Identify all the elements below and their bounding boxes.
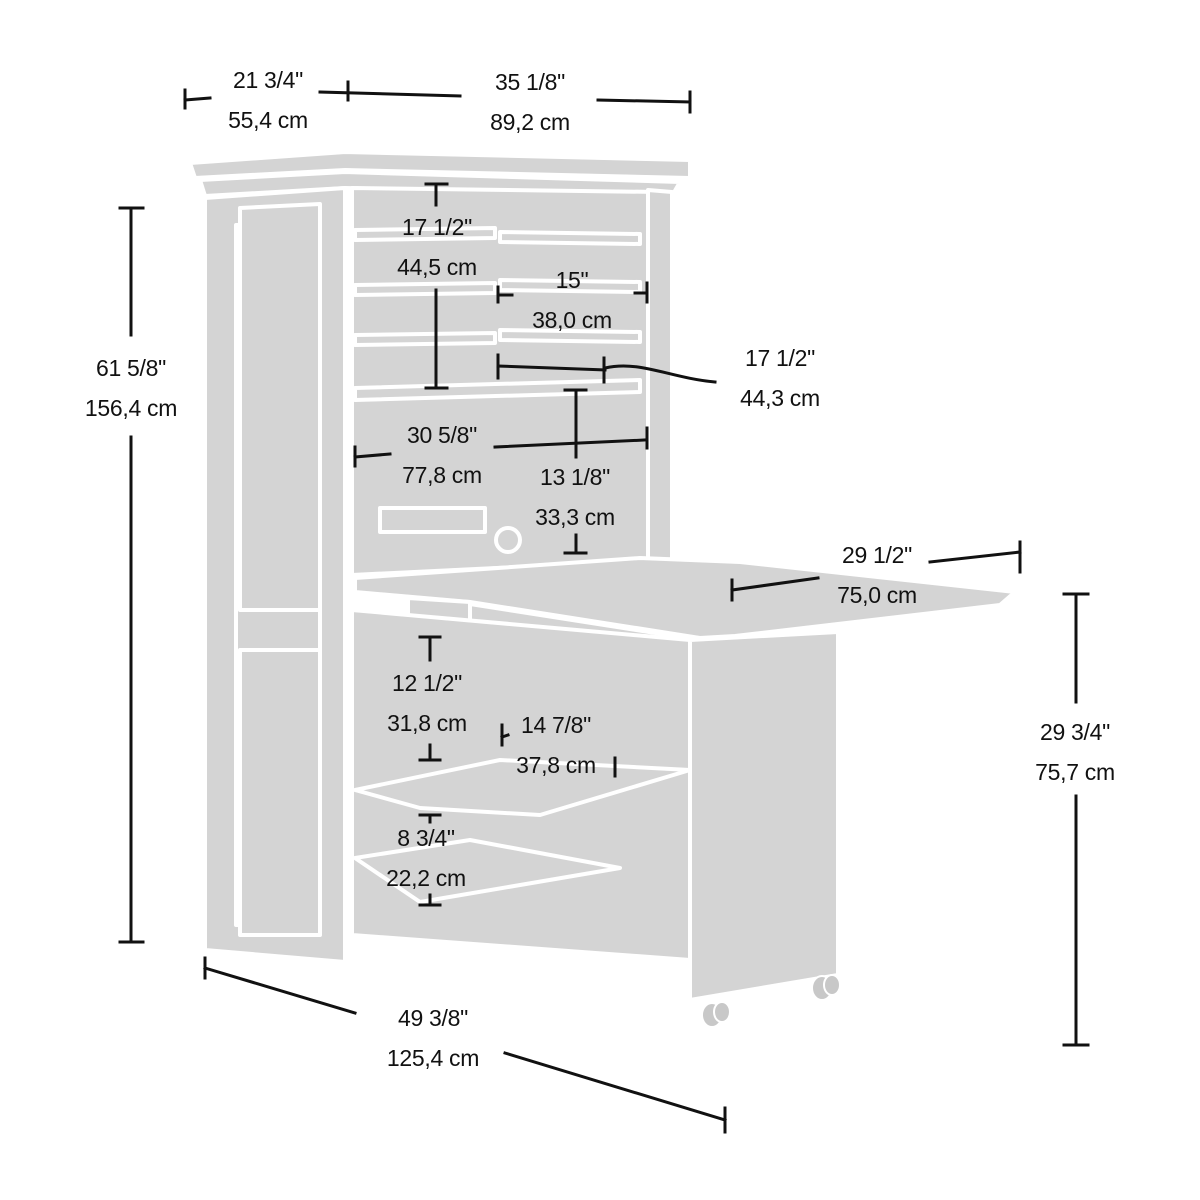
overall-height-imperial: 61 5/8": [95, 355, 166, 381]
overall-length-label: 49 3/8" 125,4 cm: [386, 998, 480, 1078]
upper-left-height-imperial: 17 1/2": [401, 214, 472, 240]
lower-shelf-gap-label: 12 1/2" 31,8 cm: [387, 663, 467, 743]
hutch-width-imperial: 30 5/8": [406, 422, 477, 448]
bottom-shelf: [353, 838, 622, 904]
table-leg-panel: [688, 630, 840, 1002]
overall-height-label: 61 5/8" 156,4 cm: [84, 348, 178, 428]
table-extension-metric: 75,0 cm: [837, 582, 917, 608]
table-extension-imperial: 29 1/2": [841, 542, 912, 568]
lower-shelf-gap-metric: 31,8 cm: [387, 710, 467, 736]
overall-height-metric: 156,4 cm: [84, 395, 178, 421]
overall-length-metric: 125,4 cm: [386, 1045, 480, 1071]
upper-right-width-label: 15" 38,0 cm: [532, 260, 612, 340]
bottom-shelf-gap-metric: 22,2 cm: [386, 865, 466, 891]
hutch-width-label: 30 5/8" 77,8 cm: [402, 415, 482, 495]
bottom-shelf-gap-imperial: 8 3/4": [397, 825, 455, 851]
table-height-imperial: 29 3/4": [1039, 719, 1110, 745]
depth-metric: 55,4 cm: [228, 107, 308, 133]
upper-right-depth-metric: 44,3 cm: [740, 385, 820, 411]
lower-shelf: [353, 758, 692, 817]
upper-right-depth-imperial: 17 1/2": [744, 345, 815, 371]
upper-left-height-metric: 44,5 cm: [397, 254, 477, 280]
overall-length-imperial: 49 3/8": [397, 1005, 468, 1031]
bottom-shelf-gap-label: 8 3/4" 22,2 cm: [386, 818, 466, 898]
dimension-lines: [118, 80, 1090, 1134]
depth-imperial: 21 3/4": [232, 67, 303, 93]
lower-shelf-depth-metric: 37,8 cm: [516, 752, 596, 778]
hutch-height-imperial: 13 1/8": [539, 464, 610, 490]
table-height-metric: 75,7 cm: [1035, 759, 1115, 785]
crown-molding: [188, 150, 692, 180]
hutch-height-metric: 33,3 cm: [535, 504, 615, 530]
hutch-height-label: 13 1/8" 33,3 cm: [535, 457, 615, 537]
depth-label: 21 3/4" 55,4 cm: [228, 60, 308, 140]
upper-right-width-metric: 38,0 cm: [532, 307, 612, 333]
width-imperial: 35 1/8": [494, 69, 565, 95]
width-label: 35 1/8" 89,2 cm: [490, 62, 570, 142]
width-metric: 89,2 cm: [490, 109, 570, 135]
upper-right-depth-label: 17 1/2" 44,3 cm: [740, 338, 820, 418]
power-strip: [378, 506, 487, 534]
upper-left-height-label: 17 1/2" 44,5 cm: [397, 207, 477, 287]
hutch-width-metric: 77,8 cm: [402, 462, 482, 488]
upper-right-width-imperial: 15": [555, 267, 589, 293]
table-height-label: 29 3/4" 75,7 cm: [1035, 712, 1115, 792]
lower-shelf-depth-imperial: 14 7/8": [520, 712, 591, 738]
table-extension-label: 29 1/2" 75,0 cm: [837, 535, 917, 615]
lower-shelf-depth-label: 14 7/8" 37,8 cm: [516, 705, 596, 785]
lower-shelf-gap-imperial: 12 1/2": [391, 670, 462, 696]
